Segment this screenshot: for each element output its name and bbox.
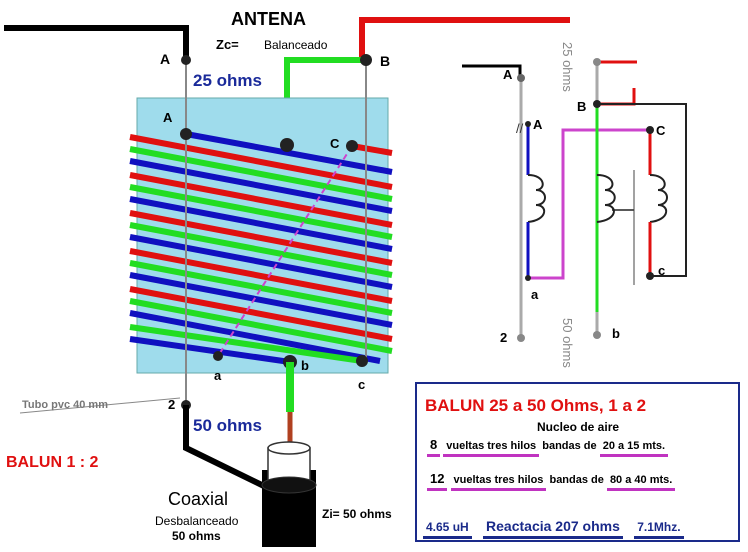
terminal-top-a: A	[160, 51, 171, 67]
sch-node-c-bot	[646, 272, 654, 280]
terminal-low-a: a	[214, 368, 222, 383]
sch-label-two: 2	[500, 330, 508, 345]
sch-label-c-bot: c	[658, 263, 666, 278]
specs-subtitle: Nucleo de aire	[537, 420, 620, 434]
zc-value: Balanceado	[264, 38, 328, 52]
coax-title: Coaxial	[168, 489, 229, 509]
coil-windings	[129, 131, 393, 365]
specs-panel: BALUN 25 a 50 Ohms, 1 a 2 Nucleo de aire…	[415, 382, 740, 542]
terminal-coil-a: A	[163, 110, 173, 125]
sch-bottom-ohms: 50 ohms	[560, 318, 575, 368]
terminal-low-c: c	[358, 377, 366, 392]
sch-label-a-mid: A	[533, 117, 543, 132]
line1-text: vueltas tres hilos	[443, 440, 540, 457]
specs-title: BALUN 25 a 50 Ohms, 1 a 2	[425, 396, 647, 415]
line2-range: 80 a 40 mts.	[606, 474, 676, 491]
node-coil-a	[180, 128, 192, 140]
balun-ratio: BALUN 1 : 2	[6, 454, 99, 471]
inductance-value: 4.65 uH	[423, 520, 472, 539]
node-low-a	[213, 351, 223, 361]
top-impedance: 25 ohms	[193, 71, 262, 90]
sch-black-return	[597, 103, 687, 277]
line2-turns: 12	[427, 471, 448, 491]
sch-node-a-mid	[525, 121, 531, 127]
specs-line1: 8 vueltas tres hilos bandas de 20 a 15 m…	[427, 437, 669, 457]
bottom-impedance: 50 ohms	[193, 416, 262, 435]
sch-black-wire	[462, 64, 522, 78]
specs-line3: 4.65 uH Reactacia 207 ohms 7.1Mhz.	[423, 518, 684, 539]
line1-turns: 8	[427, 437, 441, 457]
sch-blue-coil	[527, 174, 546, 223]
node-coil-green	[280, 138, 294, 152]
sch-label-a-bot: a	[531, 287, 539, 302]
sch-top-ohms: 25 ohms	[560, 42, 575, 92]
black-shield-wire	[183, 405, 270, 491]
coax-impedance: 50 ohms	[172, 529, 221, 543]
terminal-top-b: B	[380, 53, 391, 69]
pvc-label: Tubo pvc 40 mm	[22, 399, 108, 411]
reactance-value: Reactacia 207 ohms	[483, 518, 623, 539]
terminal-coil-c: C	[330, 136, 340, 151]
coax-jacket-edge	[261, 476, 317, 494]
coax-insulator	[267, 447, 311, 481]
sch-node-c-top	[646, 126, 654, 134]
sch-red-bar	[597, 88, 636, 106]
red-antenna-wire	[359, 17, 570, 58]
sch-label-c-top: C	[656, 123, 666, 138]
sch-green-coil	[596, 174, 616, 223]
zi-label: Zi= 50 ohms	[322, 507, 392, 521]
coax-type: Desbalanceado	[155, 514, 239, 528]
line1-bands: bandas de	[542, 440, 597, 452]
sch-node-a-bot	[525, 275, 531, 281]
sch-node-2	[517, 334, 525, 342]
antenna-title: ANTENA	[231, 9, 306, 29]
terminal-low-b: b	[301, 358, 309, 373]
line1-range: 20 a 15 mts.	[599, 440, 669, 457]
sch-node-a-top	[517, 74, 525, 82]
terminal-bottom-2: 2	[168, 397, 176, 412]
sch-purple-wire	[528, 128, 650, 280]
sch-node-b	[593, 100, 601, 108]
node-low-c	[356, 355, 368, 367]
node-top-a	[181, 55, 191, 65]
zc-label: Zc=	[216, 37, 239, 52]
sch-node-b-bot	[593, 331, 601, 339]
sch-tick-mark: //	[516, 121, 524, 136]
line2-text: vueltas tres hilos	[450, 474, 547, 491]
frequency-value: 7.1Mhz.	[634, 520, 684, 539]
sch-red-coil	[649, 174, 668, 223]
pvc-pointer	[19, 397, 181, 414]
node-top-b	[360, 54, 372, 66]
coax-insulator-top	[267, 441, 311, 455]
sch-label-b-top: B	[577, 99, 587, 114]
black-antenna-wire	[4, 25, 189, 58]
specs-line2: 12 vueltas tres hilos bandas de 80 a 40 …	[427, 471, 676, 491]
sch-node-b-top	[593, 58, 601, 66]
line2-bands: bandas de	[549, 474, 604, 486]
sch-label-a-top: A	[503, 67, 513, 82]
pink-dashed	[217, 145, 353, 357]
node-coil-c	[346, 140, 358, 152]
sch-label-b-bot: b	[612, 326, 620, 341]
